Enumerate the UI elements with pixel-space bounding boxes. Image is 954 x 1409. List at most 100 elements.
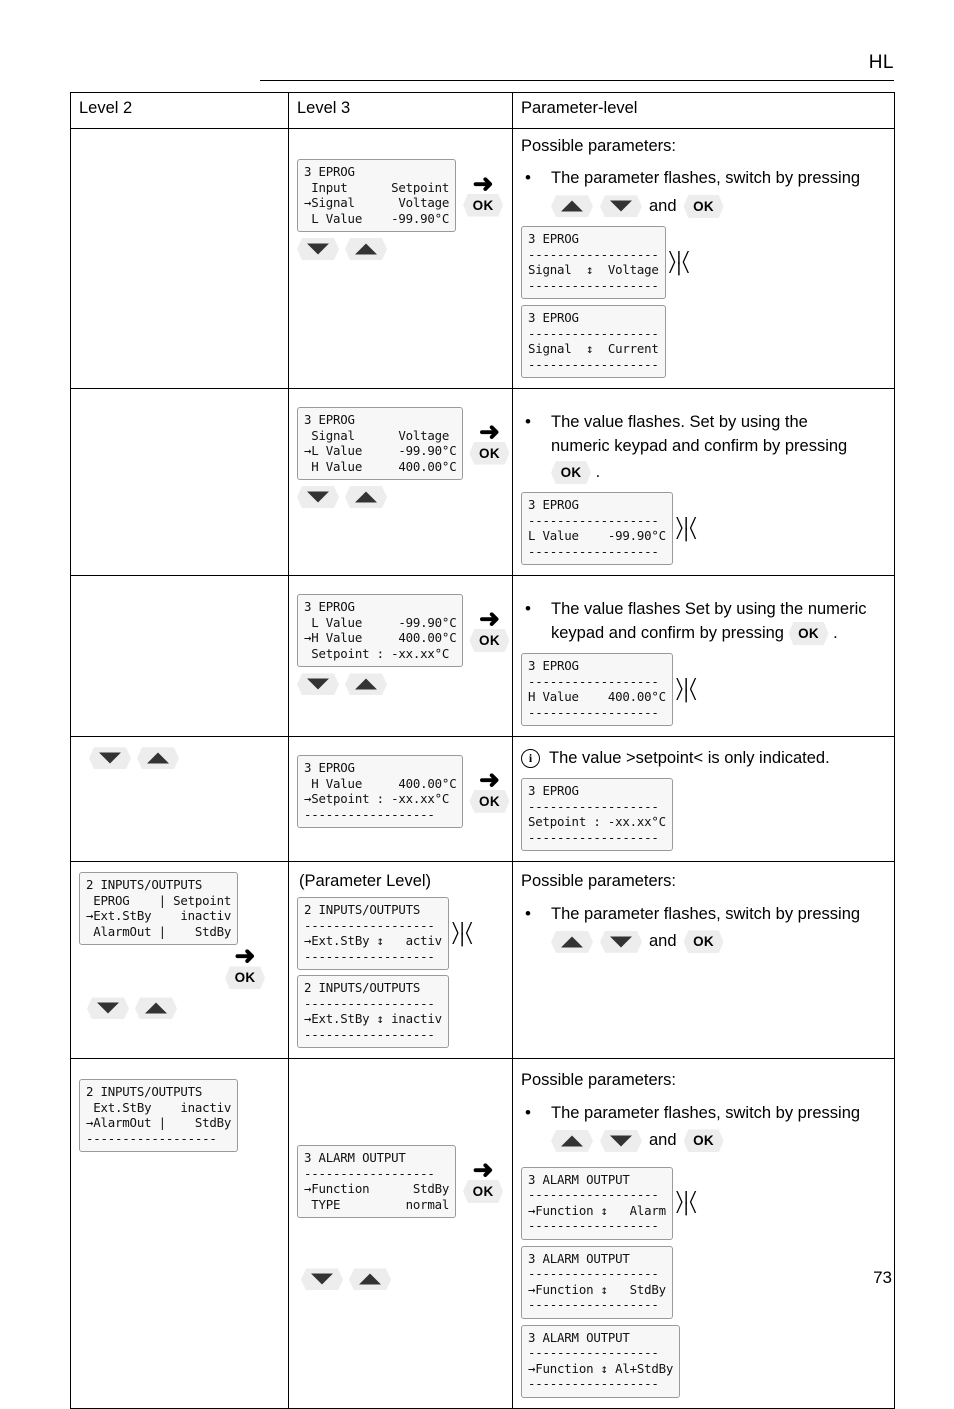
lcd-line: →Ext.StBy ↕ activ (304, 933, 442, 949)
row-alarm-output-param-cell: Possible parameters:•The parameter flash… (512, 1058, 895, 1409)
bullet-dot: • (525, 599, 531, 619)
lcd-line: 3 EPROG (304, 599, 355, 615)
advance-to-parameter-control[interactable]: ➜OK (469, 767, 510, 813)
lcd-line: Signal ↕ Voltage (528, 262, 659, 278)
lcd-line: Setpoint : -xx.xx°C (304, 645, 450, 661)
down-triangle-icon (610, 200, 632, 212)
info-text: The value >setpoint< is only indicated. (549, 749, 830, 768)
ok-button[interactable]: OK (225, 966, 265, 990)
lcd-line: 3 EPROG (304, 760, 355, 776)
row-inputs-extstby-param-display-0-wrap: 2 INPUTS/OUTPUTS------------------→Ext.S… (297, 897, 473, 971)
advance-to-parameter-control[interactable]: ➜OK (469, 606, 510, 652)
bullet-item: •The value flashes Set by using the nume… (521, 598, 886, 645)
row-eprog-setpoint-param-display-0-wrap: 3 EPROG------------------Setpoint : -xx.… (521, 778, 673, 852)
flash-indicator-icon: \|/ /|\ (675, 515, 697, 542)
row-eprog-hvalue-param-display-0: 3 EPROG------------------H Value 400.00°… (521, 653, 673, 727)
lcd-line: L Value -99.90°C (528, 528, 666, 544)
ok-button[interactable]: OK (683, 930, 724, 954)
lcd-line: ------------------ (304, 1026, 435, 1042)
up-triangle-icon (561, 1135, 583, 1147)
key-up-icon[interactable] (551, 195, 593, 218)
lcd-line: ------------------ (528, 325, 659, 341)
row-eprog-signal-level3-display: 3 EPROG Input Setpoint→Signal Voltage L … (297, 159, 457, 232)
ok-button[interactable]: OK (683, 194, 724, 218)
nav-key-pair (89, 747, 280, 770)
row-eprog-signal-level2-cell (70, 127, 289, 390)
ok-button[interactable]: OK (551, 461, 591, 485)
key-down-icon[interactable] (297, 673, 339, 696)
key-up-icon[interactable] (135, 997, 177, 1020)
advance-to-parameter-control[interactable]: ➜OK (462, 171, 504, 217)
nav-key-pair (87, 997, 280, 1020)
row-inputs-extstby-level2-cell: 2 INPUTS/OUTPUTS EPROG | Setpoint→Ext.St… (70, 861, 289, 1060)
ok-button[interactable]: OK (463, 193, 504, 217)
advance-to-parameter-control[interactable]: ➜OK (469, 419, 510, 465)
lcd-row: 3 EPROG Signal Voltage→L Value -99.90°C … (297, 407, 510, 481)
instruction-ok-line: OK . (551, 461, 886, 485)
key-up-icon[interactable] (551, 930, 593, 953)
bullet-dot: • (525, 1102, 531, 1122)
header-title: HL (868, 52, 894, 73)
ok-button[interactable]: OK (463, 1179, 504, 1203)
row-alarm-output-param-display-1-wrap: 3 ALARM OUTPUT------------------→Functio… (521, 1245, 673, 1319)
ok-button[interactable]: OK (788, 621, 829, 645)
row-alarm-output-param-display-1: 3 ALARM OUTPUT------------------→Functio… (521, 1245, 673, 1319)
lcd-line: 3 EPROG (304, 412, 355, 428)
key-down-icon[interactable] (600, 1129, 642, 1152)
lcd-line: ------------------ (304, 948, 435, 964)
ok-button[interactable]: OK (683, 1129, 724, 1153)
key-down-icon[interactable] (600, 930, 642, 953)
table-row: 3 EPROG Input Setpoint→Signal Voltage L … (70, 127, 895, 390)
key-down-icon[interactable] (600, 195, 642, 218)
page-number: 73 (873, 1268, 892, 1287)
lcd-line: Setpoint : -xx.xx°C (528, 814, 666, 830)
ok-button[interactable]: OK (469, 789, 510, 813)
lcd-line: ------------------ (528, 356, 659, 372)
bullet-dot: • (525, 412, 531, 432)
row-eprog-signal-level3-cell: 3 EPROG Input Setpoint→Signal Voltage L … (288, 127, 513, 390)
key-up-icon[interactable] (551, 1129, 593, 1152)
arrow-right-icon: ➜ (472, 1155, 494, 1184)
instruction-text: The parameter flashes, switch by pressin… (551, 169, 861, 188)
key-down-icon[interactable] (297, 486, 339, 509)
key-down-icon[interactable] (301, 1268, 343, 1291)
up-triangle-icon (355, 491, 377, 503)
ok-button[interactable]: OK (469, 628, 510, 652)
row-alarm-output-level3-cell: 3 ALARM OUTPUT------------------→Functio… (288, 1058, 513, 1409)
ok-button[interactable]: OK (469, 441, 510, 465)
row-alarm-output-param-display-0: 3 ALARM OUTPUT------------------→Functio… (521, 1166, 673, 1240)
row-alarm-output-level2-display-wrap: 2 INPUTS/OUTPUTS Ext.StBy inactiv→AlarmO… (79, 1079, 239, 1153)
lcd-line: ------------------ (528, 512, 659, 528)
row-eprog-setpoint-param-display-0: 3 EPROG------------------Setpoint : -xx.… (521, 778, 673, 852)
row-eprog-setpoint-level3-cell: 3 EPROG H Value 400.00°C→Setpoint : -xx.… (288, 736, 513, 863)
up-triangle-icon (561, 936, 583, 948)
table-row: 3 EPROG Signal Voltage→L Value -99.90°C … (70, 388, 895, 577)
advance-to-parameter-control[interactable]: ➜OK (462, 1155, 504, 1203)
row-inputs-extstby-param-display-0: 2 INPUTS/OUTPUTS------------------→Ext.S… (297, 897, 449, 971)
row-eprog-hvalue-level3-display: 3 EPROG L Value -99.90°C→H Value 400.00°… (297, 594, 464, 668)
key-up-icon[interactable] (345, 673, 387, 696)
key-up-icon[interactable] (345, 238, 387, 260)
possible-parameters-label: Possible parameters: (521, 1071, 676, 1090)
down-triangle-icon (307, 243, 329, 255)
advance-to-parameter-control[interactable]: ➜OK (222, 944, 268, 990)
instruction-text: The parameter flashes, switch by pressin… (551, 904, 861, 923)
lcd-with-controls: 3 EPROG Input Setpoint→Signal Voltage L … (297, 135, 504, 260)
lcd-line: 3 EPROG (528, 310, 579, 326)
row-alarm-output-level2-cell: 2 INPUTS/OUTPUTS Ext.StBy inactiv→AlarmO… (70, 1058, 289, 1409)
lcd-line: Signal Voltage (304, 427, 450, 443)
flash-indicator-icon: \|/ /|\ (451, 920, 473, 947)
key-up-icon[interactable] (349, 1268, 391, 1291)
key-down-icon[interactable] (89, 747, 131, 770)
key-up-icon[interactable] (345, 486, 387, 509)
lcd-line: ------------------ (304, 806, 435, 822)
key-down-icon[interactable] (297, 238, 339, 260)
lcd-line: →H Value 400.00°C (304, 630, 457, 646)
key-down-icon[interactable] (87, 997, 129, 1020)
nav-key-pair (297, 486, 504, 509)
page-header: HL (260, 52, 894, 81)
row-eprog-hvalue-param-0: 3 EPROG------------------H Value 400.00°… (521, 653, 886, 727)
key-up-icon[interactable] (137, 747, 179, 770)
down-triangle-icon (307, 678, 329, 690)
